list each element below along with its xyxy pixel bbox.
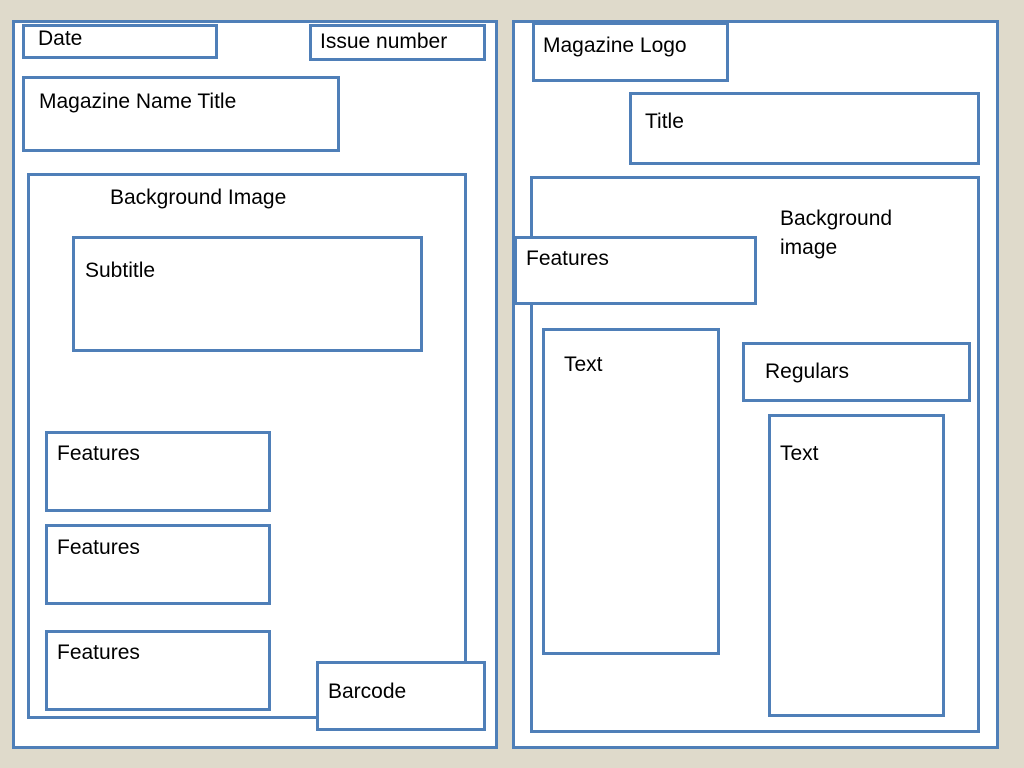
regulars-label: Regulars <box>765 360 850 383</box>
title-label: Title <box>645 110 684 133</box>
features-box-1 <box>45 431 271 512</box>
features-label-2: Features <box>57 536 140 559</box>
subtitle-box <box>72 236 423 352</box>
date-label: Date <box>38 27 83 50</box>
subtitle-label: Subtitle <box>85 259 156 282</box>
title-box <box>629 92 980 165</box>
magazine-name-title-label: Magazine Name Title <box>39 90 237 113</box>
regulars-box <box>742 342 971 402</box>
features-box-3 <box>45 630 271 711</box>
magazine-logo-box <box>532 22 729 82</box>
features-box-right <box>514 236 757 305</box>
features-label-1: Features <box>57 442 140 465</box>
text-box-left <box>542 328 720 655</box>
background-image-label: Background Image <box>110 186 287 209</box>
barcode-box <box>316 661 486 731</box>
issue-number-label: Issue number <box>320 30 448 53</box>
magazine-logo-label: Magazine Logo <box>543 34 687 57</box>
date-box <box>22 24 218 59</box>
features-label-right: Features <box>526 247 609 270</box>
barcode-label: Barcode <box>328 680 407 703</box>
magazine-name-title-box <box>22 76 340 152</box>
features-label-3: Features <box>57 641 140 664</box>
text-box-right <box>768 414 945 717</box>
issue-number-box <box>309 24 486 61</box>
text-label-right: Text <box>780 442 819 465</box>
background-image-label-right: Background image <box>780 207 893 260</box>
features-box-2 <box>45 524 271 605</box>
text-label-left: Text <box>564 353 603 376</box>
